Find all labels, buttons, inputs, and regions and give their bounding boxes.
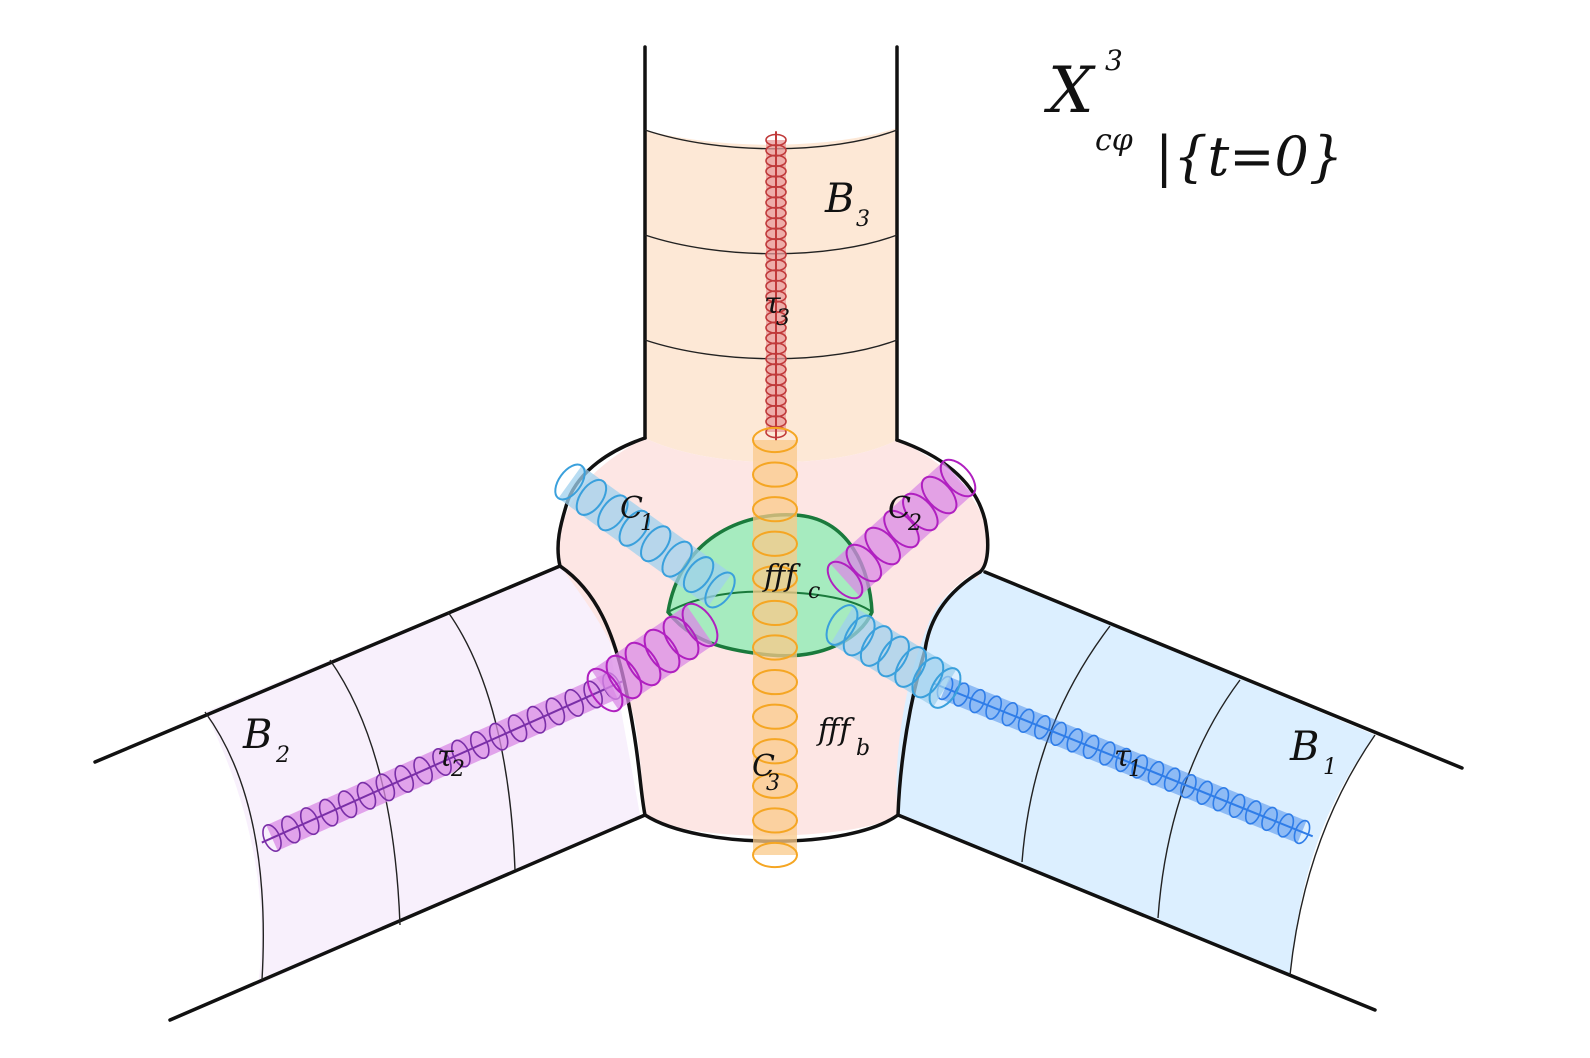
c3-coil [752,634,798,661]
t1-sub: 1 [1128,757,1142,782]
ffb-letter: fff [816,713,855,748]
c1b-coil [928,667,962,709]
c2b-coil [586,667,624,713]
label-t3: τ 3 [764,286,790,331]
t2-letter: τ [437,739,454,774]
c1b-coil [842,614,876,657]
c2-tube-lower [586,602,719,713]
c1b-coil [911,656,945,699]
label-t1: τ 1 [1114,739,1142,782]
label-b2: B 2 [242,712,290,768]
c3-coil [752,565,798,592]
c2-tube [826,458,977,600]
c1-tube-lower [825,604,962,709]
label-ffb: fff b [816,713,870,761]
c2-sub: 2 [907,511,922,536]
c3-coil [752,703,798,730]
c2b-coil [605,654,643,700]
c3-tube [752,426,798,869]
c2-coil [939,458,977,498]
c3-body [753,440,797,855]
c3-coil [752,426,798,454]
b2-letter: B [242,712,272,758]
c1-coil [575,478,608,516]
tau1-axis [933,682,1314,838]
tau2-axis [261,680,623,844]
c3-coil [752,530,798,557]
c3-letter: C [752,749,775,784]
label-t2: τ 2 [437,739,465,782]
c1-coil [640,525,672,563]
c3-coil [752,772,798,799]
c3-coil [752,599,798,627]
c3-sub: 3 [766,771,780,796]
t3-letter: τ [764,286,781,321]
face-b1 [895,572,1375,975]
title-restriction: |{t=0} [1155,125,1343,188]
t3-sub: 3 [776,306,790,331]
c1-tube [554,463,736,609]
c1b-body [830,606,957,707]
c1-sub: 1 [640,511,654,536]
c1-coil [661,540,693,578]
ffc-sub: c [808,579,820,604]
ffc-letter: fff [762,559,801,594]
c1-coil [682,556,715,594]
c1b-coil [859,625,893,667]
c2b-coil [662,615,700,661]
c2-letter: C [888,491,911,526]
c3-coil [752,807,798,834]
b1-letter: B [1289,724,1319,770]
tau1-tube [933,675,1314,845]
c2-body [830,461,973,597]
c1b-coil [877,635,910,678]
c2-coil [902,492,939,532]
c1-coil [554,463,586,501]
title-main: X [1043,54,1096,128]
ffb-sub: b [856,736,870,761]
title-label: X 3 cφ |{t=0} [1043,44,1343,188]
c2b-coil [643,628,681,674]
c1-coil [618,509,650,547]
c3-coil [752,461,798,488]
c3-coil [752,496,798,523]
c1-coil [704,571,736,609]
c1b-coil [894,646,928,688]
label-c1: C 1 [620,491,654,536]
c2-coil [845,543,883,583]
tau3-tube [765,131,787,441]
b3-sub: 3 [856,207,870,232]
b3-letter: B [824,176,854,222]
c2-coil [883,509,920,549]
label-c3: C 3 [752,749,780,796]
c1b-coil [825,604,859,646]
c3-coil [752,841,798,869]
c3-coil [752,738,798,765]
tau2-tube [261,672,623,852]
label-c2: C 2 [888,491,922,536]
label-ffc: fff c [762,559,820,604]
c1-letter: C [620,491,643,526]
t1-letter: τ [1114,739,1131,774]
title-subscript: cφ [1095,123,1133,158]
c2b-coil [624,641,662,687]
c3-coil [752,668,798,696]
label-b1: B 1 [1289,724,1337,780]
c2-coil [920,475,958,515]
c1-coil [597,494,629,532]
c2b-body [591,605,714,710]
c2-coil [826,560,864,600]
b2-sub: 2 [275,743,290,768]
c2-coil [864,526,901,566]
title-superscript: 3 [1105,44,1123,77]
t2-sub: 2 [450,757,465,782]
b1-sub: 1 [1323,755,1337,780]
c2b-coil [681,602,719,648]
label-b3: B 3 [824,176,870,232]
